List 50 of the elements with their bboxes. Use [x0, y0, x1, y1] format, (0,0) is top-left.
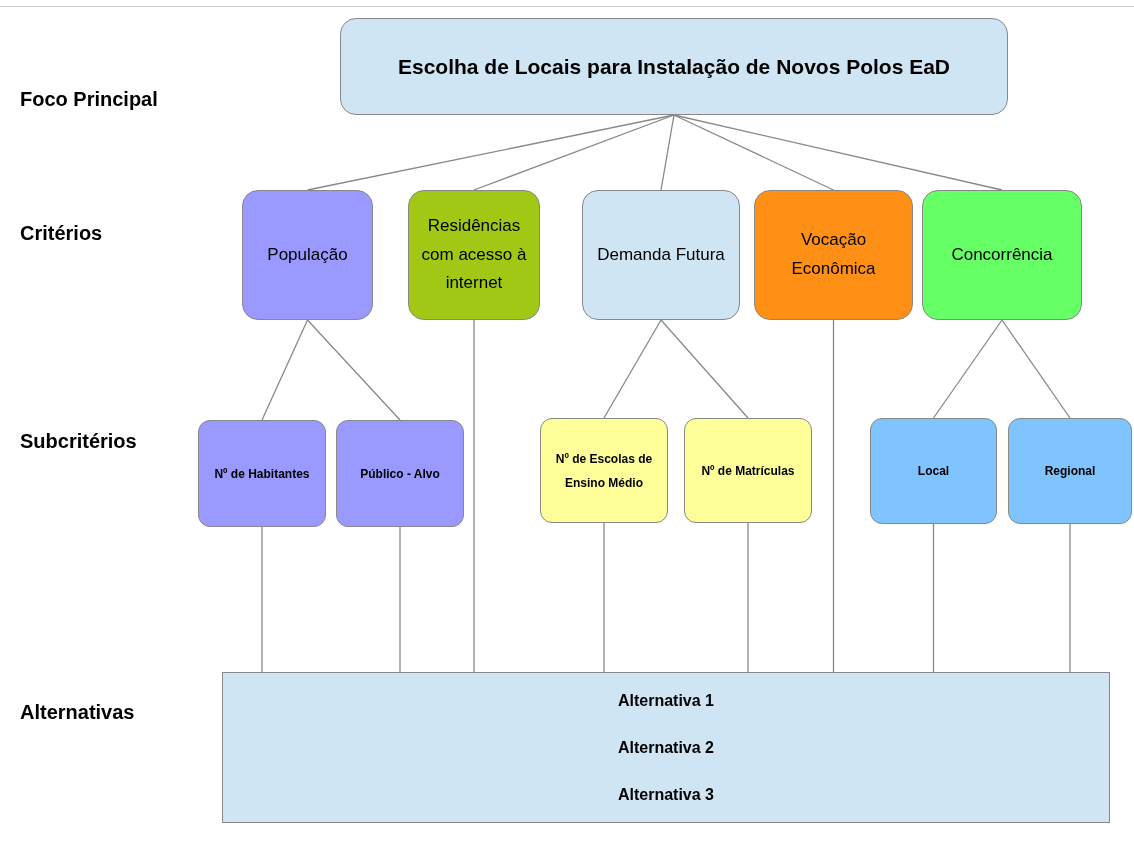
connector-line — [673, 114, 1003, 191]
criterion-box — [408, 190, 540, 320]
connector-line — [660, 319, 749, 419]
connector-line — [603, 522, 605, 673]
criterion-box — [754, 190, 913, 320]
subcriterion-box — [198, 420, 326, 527]
node-text: Alternativa 3 — [617, 784, 714, 805]
connector-line — [932, 319, 1003, 419]
level-label: Foco Principal — [20, 87, 158, 112]
alternatives-box — [222, 672, 1110, 823]
node-text: Vocação Econômica — [790, 229, 877, 280]
level-label: Critérios — [20, 221, 103, 246]
subcriterion-box — [540, 418, 668, 523]
connector-line — [261, 526, 263, 673]
connector-line — [1069, 523, 1071, 673]
connector-line — [673, 114, 835, 191]
node-text: Alternativa 2 — [617, 737, 714, 758]
node-text: Nº de Matrículas — [701, 462, 795, 480]
node-text: Regional — [1044, 463, 1096, 480]
node-text: Concorrência — [951, 243, 1053, 266]
connector-line — [399, 526, 401, 673]
criterion-box — [242, 190, 373, 320]
criterion-box — [582, 190, 740, 320]
node-text: Nº de Escolas de Ensino Médio — [554, 450, 654, 492]
node-text: Alternativa 1 — [617, 690, 714, 711]
connector-line — [306, 319, 401, 421]
connector-line — [660, 114, 675, 191]
node-text: População — [267, 243, 348, 266]
node-text: Nº de Habitantes — [214, 465, 310, 483]
connector-line — [1001, 319, 1071, 419]
criterion-box — [922, 190, 1082, 320]
node-text: Demanda Futura — [597, 243, 725, 266]
connector-line — [932, 523, 935, 673]
connector-line — [603, 319, 662, 419]
level-label: Alternativas — [20, 700, 135, 725]
connector-line — [261, 319, 309, 421]
level-label: Subcritérios — [20, 429, 137, 454]
subcriterion-box — [1008, 418, 1132, 524]
subcriterion-box — [684, 418, 812, 523]
subcriterion-box — [870, 418, 997, 524]
node-text: Escolha de Locais para Instalação de Novos Polos EaD — [398, 53, 950, 80]
connector-line — [832, 319, 835, 673]
node-text: Público - Alvo — [360, 465, 440, 483]
subcriterion-box — [336, 420, 464, 527]
node-text: Residências com acesso à internet — [420, 214, 528, 295]
connector-line — [747, 522, 749, 673]
node-text: Local — [917, 463, 950, 480]
goal-box — [340, 18, 1008, 115]
connector-line — [473, 114, 675, 191]
connector-line — [473, 319, 475, 673]
